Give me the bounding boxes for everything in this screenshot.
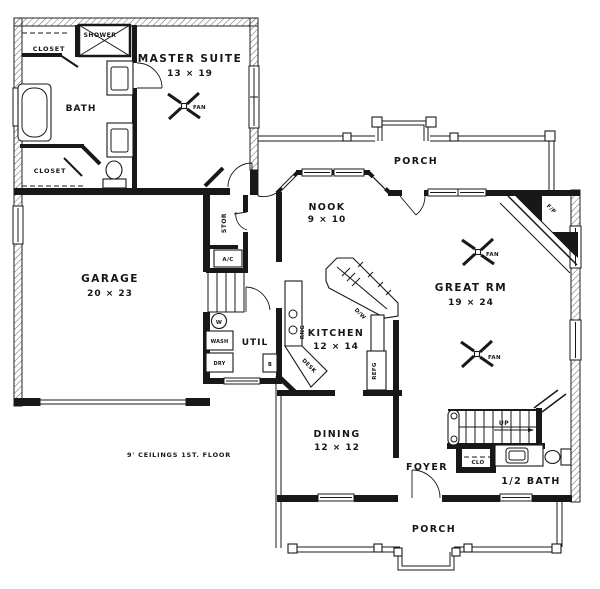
label-fan-great-1: FAN bbox=[486, 252, 499, 258]
half-bath-fixtures bbox=[494, 444, 572, 467]
label-ceilings-note: 9' CEILINGS 1ST. FLOOR bbox=[127, 451, 231, 459]
label-porch-front: PORCH bbox=[412, 524, 456, 535]
label-range: RNG bbox=[300, 325, 306, 339]
garage-door bbox=[39, 398, 187, 406]
kitchen-fixtures bbox=[283, 257, 399, 391]
ac-closet bbox=[213, 249, 243, 268]
label-util: UTIL bbox=[242, 338, 269, 348]
porch-post bbox=[425, 116, 437, 128]
range-burner bbox=[288, 325, 298, 335]
label-kitchen-dims: 12 × 14 bbox=[313, 342, 359, 352]
water-heater bbox=[210, 312, 228, 330]
label-garage: GARAGE bbox=[81, 273, 139, 285]
porch-post bbox=[373, 543, 383, 553]
dryer bbox=[205, 352, 234, 373]
label-closet-upper: CLOSET bbox=[33, 45, 66, 53]
label-fireplace: F/P bbox=[545, 203, 557, 215]
label-kitchen: KITCHEN bbox=[308, 328, 365, 339]
label-closet-lower: CLOSET bbox=[34, 167, 67, 175]
label-dining: DINING bbox=[313, 429, 360, 440]
half-bath-toilet bbox=[560, 448, 572, 466]
porch-front-structure bbox=[275, 384, 563, 571]
walls-exterior bbox=[13, 17, 581, 503]
label-stor: STOR bbox=[221, 213, 228, 233]
toilet bbox=[102, 178, 127, 189]
label-dryer: DRY bbox=[214, 361, 226, 367]
label-great-room-dims: 19 × 24 bbox=[448, 298, 494, 308]
label-nook: NOOK bbox=[308, 202, 345, 213]
label-bath: BATH bbox=[66, 104, 97, 114]
label-water-heater: W bbox=[216, 320, 222, 326]
label-fan-great-2: FAN bbox=[488, 355, 501, 361]
washer bbox=[205, 330, 234, 351]
porch-post bbox=[451, 547, 461, 557]
porch-post bbox=[463, 543, 473, 553]
up-arrow bbox=[528, 428, 534, 432]
label-half-bath: 1/2 BATH bbox=[501, 476, 560, 487]
bath-fixtures bbox=[17, 23, 134, 189]
broom-closet bbox=[262, 353, 278, 373]
range-burner bbox=[288, 309, 298, 319]
label-washer: WASH bbox=[211, 339, 229, 345]
fan-great-room-1 bbox=[461, 237, 495, 267]
porch-post bbox=[544, 130, 556, 142]
porch-post bbox=[449, 132, 459, 142]
label-ac: A/C bbox=[222, 257, 233, 263]
porch-post bbox=[342, 132, 352, 142]
tub bbox=[17, 83, 52, 142]
ceiling-fans bbox=[167, 91, 495, 369]
label-garage-dims: 20 × 23 bbox=[87, 289, 133, 299]
label-great-room: GREAT RM bbox=[435, 282, 508, 294]
porch-post bbox=[393, 547, 403, 557]
label-porch-rear: PORCH bbox=[394, 156, 438, 167]
utility-fixtures bbox=[205, 312, 278, 373]
fan-great-room-2 bbox=[460, 339, 494, 369]
label-refrigerator: REFG bbox=[372, 362, 378, 380]
label-fan-master: FAN bbox=[193, 105, 206, 111]
label-shower: SHOWER bbox=[84, 32, 117, 39]
half-bath-sink bbox=[505, 447, 529, 464]
porch-post bbox=[371, 116, 383, 128]
porch-post bbox=[551, 543, 562, 554]
hall-fixtures bbox=[207, 249, 245, 313]
refrigerator bbox=[366, 350, 387, 391]
labels: MASTER SUITE 13 × 19 SHOWER CLOSET BATH … bbox=[33, 32, 560, 535]
half-bath-counter bbox=[494, 444, 544, 467]
label-nook-dims: 9 × 10 bbox=[308, 215, 347, 225]
label-broom: B bbox=[268, 362, 272, 368]
label-dishwasher: D/W bbox=[353, 307, 367, 321]
label-up: UP bbox=[499, 420, 509, 427]
label-dining-dims: 12 × 12 bbox=[314, 443, 360, 453]
doors bbox=[59, 54, 441, 499]
kitchen-counter-2 bbox=[370, 314, 385, 354]
label-master-suite: MASTER SUITE bbox=[138, 53, 243, 65]
porch-post bbox=[287, 543, 298, 554]
label-master-suite-dims: 13 × 19 bbox=[167, 69, 213, 79]
label-foyer: FOYER bbox=[406, 462, 448, 473]
label-clo: CLO bbox=[472, 460, 485, 466]
fireplace bbox=[499, 195, 578, 274]
desk-counter bbox=[283, 345, 328, 388]
closet-shelf-dashes bbox=[22, 32, 492, 458]
porch-rear-structure bbox=[258, 116, 556, 190]
fan-master bbox=[167, 91, 201, 121]
staircase bbox=[447, 389, 567, 446]
